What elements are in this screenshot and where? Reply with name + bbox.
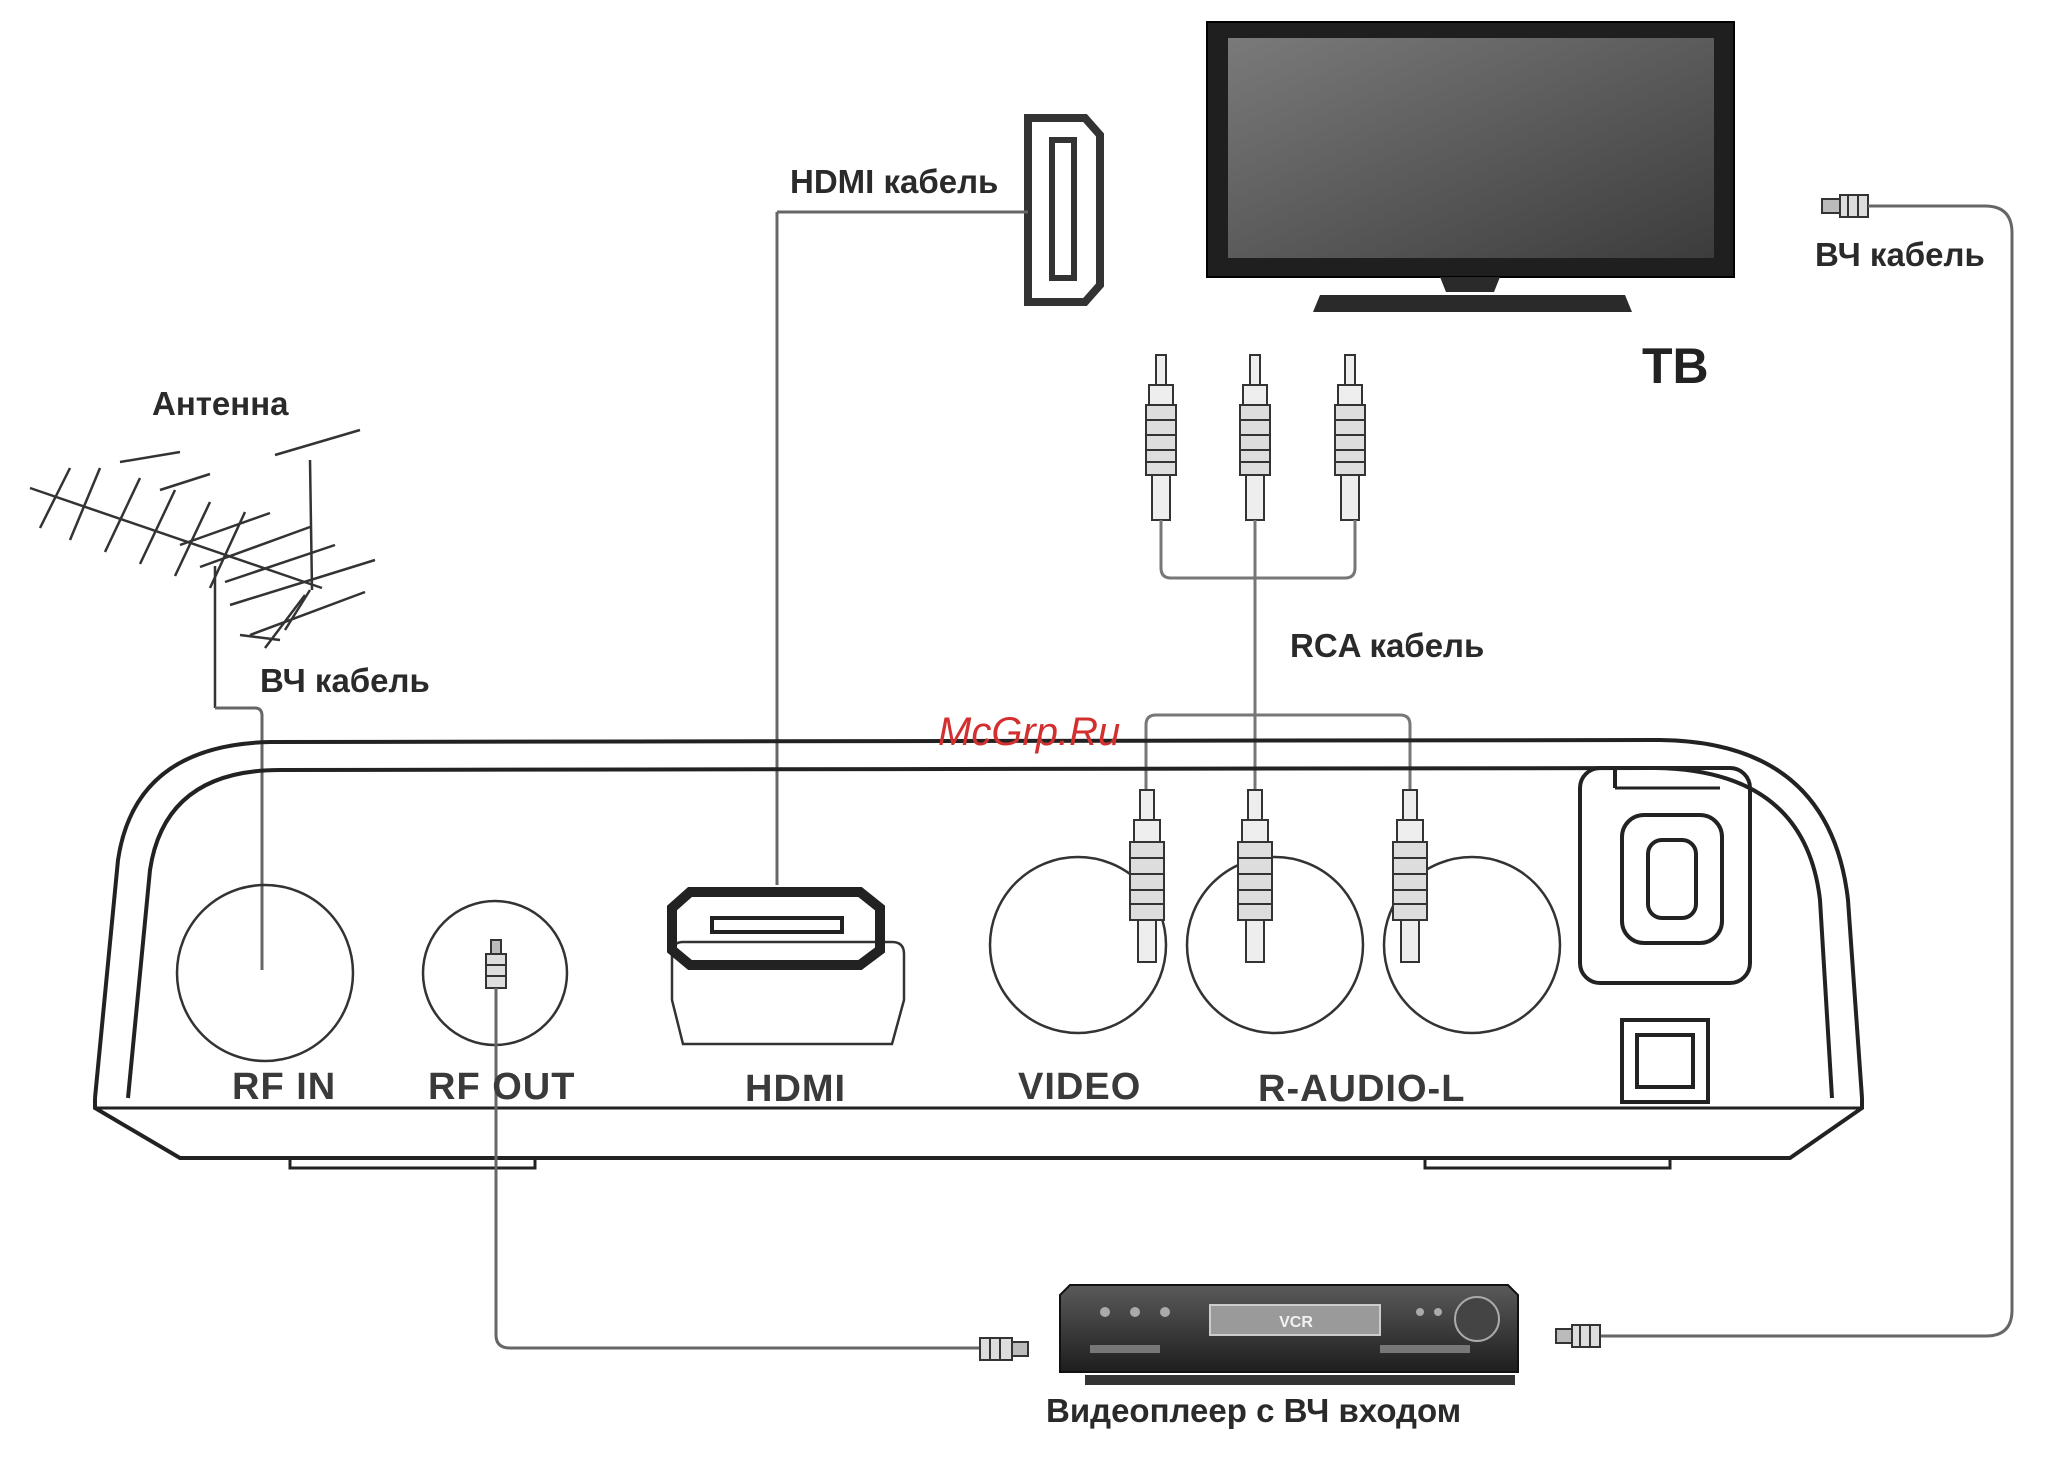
tv-label: ТВ bbox=[1642, 337, 1709, 395]
receiver-rear-panel bbox=[95, 740, 1862, 1168]
rf-out-cable bbox=[496, 988, 980, 1348]
rf-in-label: RF IN bbox=[232, 1066, 336, 1109]
rf-cable-right-label: ВЧ кабель bbox=[1815, 236, 1985, 274]
rf-out-label: RF OUT bbox=[428, 1066, 575, 1109]
vcr-illustration bbox=[1060, 1285, 1518, 1385]
vcr-label: Видеоплеер с ВЧ входом bbox=[1046, 1392, 1461, 1430]
rf-plug-right-top bbox=[1822, 195, 1868, 217]
rca-plugs-top bbox=[1146, 355, 1365, 520]
tv-screen bbox=[1228, 38, 1714, 258]
video-label: VIDEO bbox=[1018, 1066, 1141, 1109]
hdmi-port-label: HDMI bbox=[745, 1068, 846, 1111]
power-switch bbox=[1580, 768, 1750, 983]
optical-port bbox=[1622, 1020, 1708, 1102]
audio-r-port bbox=[1187, 857, 1363, 1033]
rf-cable-left-label: ВЧ кабель bbox=[260, 662, 430, 700]
rf-in-port bbox=[177, 885, 353, 1061]
rf-plug-right-bottom bbox=[1556, 1325, 1600, 1347]
vcr-badge: VCR bbox=[1279, 1314, 1313, 1331]
rca-cable-label: RCA кабель bbox=[1290, 627, 1484, 665]
watermark: McGrp.Ru bbox=[938, 710, 1120, 755]
hdmi-plug-top bbox=[1028, 118, 1100, 302]
hdmi-port bbox=[672, 892, 904, 1044]
vcr-rf-plug bbox=[980, 1338, 1028, 1360]
audio-label: R-AUDIO-L bbox=[1258, 1068, 1465, 1111]
antenna-label: Антенна bbox=[152, 385, 289, 423]
rf-out-plug bbox=[486, 940, 506, 988]
tv-illustration bbox=[1207, 22, 1734, 312]
hdmi-cable-label: HDMI кабель bbox=[790, 163, 998, 201]
rca-plugs-panel bbox=[1130, 790, 1427, 962]
